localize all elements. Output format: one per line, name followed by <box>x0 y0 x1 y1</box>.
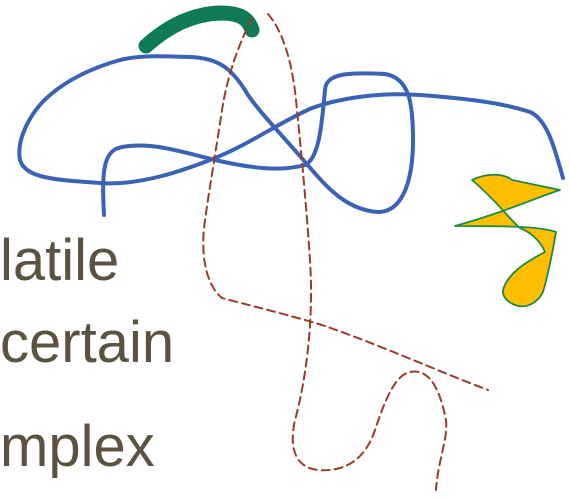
word-uncertain: certain <box>0 314 174 372</box>
brown-dashed-stroke <box>203 14 488 490</box>
word-volatile: latile <box>0 232 119 290</box>
yellow-fill-shape <box>455 175 560 307</box>
blue-scribble-stroke <box>19 56 563 215</box>
green-arc-stroke <box>146 13 252 46</box>
word-complex: mplex <box>0 418 155 476</box>
